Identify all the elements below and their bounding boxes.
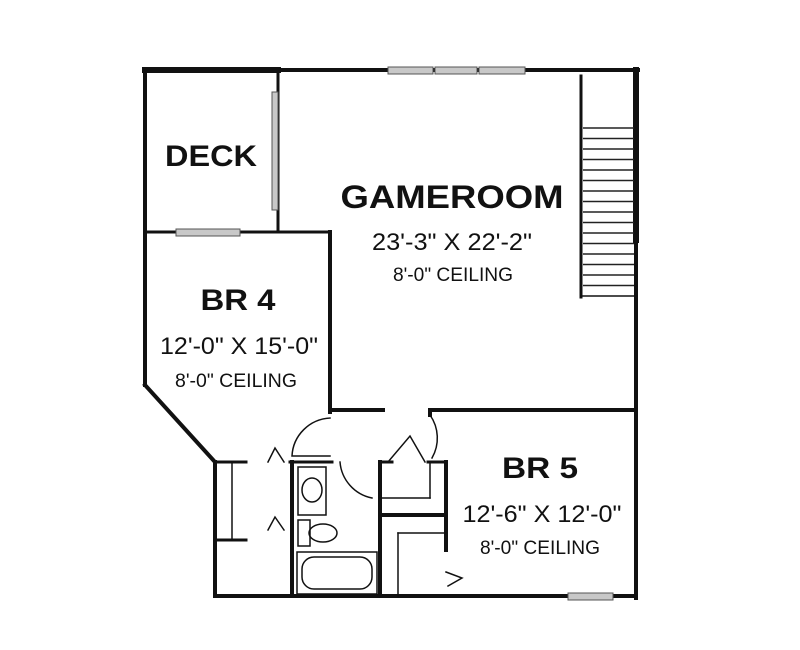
room-deck: DECK xyxy=(165,140,257,173)
room-br4: BR 4 12'-0" X 15'-0" 8'-0" CEILING xyxy=(160,284,318,392)
room-label-br4: BR 4 xyxy=(201,284,276,317)
room-label-br5: BR 5 xyxy=(502,452,578,485)
doors xyxy=(266,413,464,588)
room-dimensions-br5: 12'-6" X 12'-0" xyxy=(463,501,622,528)
room-gameroom: GAMEROOM 23'-3" X 22'-2" 8'-0" CEILING xyxy=(341,179,564,286)
room-label-gameroom: GAMEROOM xyxy=(341,179,564,215)
room-dimensions-br4: 12'-0" X 15'-0" xyxy=(160,333,318,360)
room-br5: BR 5 12'-6" X 12'-0" 8'-0" CEILING xyxy=(463,452,622,559)
walls xyxy=(142,67,640,600)
stairs xyxy=(579,74,635,299)
room-ceiling-br5: 8'-0" CEILING xyxy=(480,538,600,559)
windows xyxy=(175,66,614,601)
bath-fixtures xyxy=(296,466,378,595)
room-dimensions-gameroom: 23'-3" X 22'-2" xyxy=(372,229,532,256)
room-ceiling-br4: 8'-0" CEILING xyxy=(175,371,297,392)
room-ceiling-gameroom: 8'-0" CEILING xyxy=(393,265,513,286)
room-label-deck: DECK xyxy=(165,140,257,173)
